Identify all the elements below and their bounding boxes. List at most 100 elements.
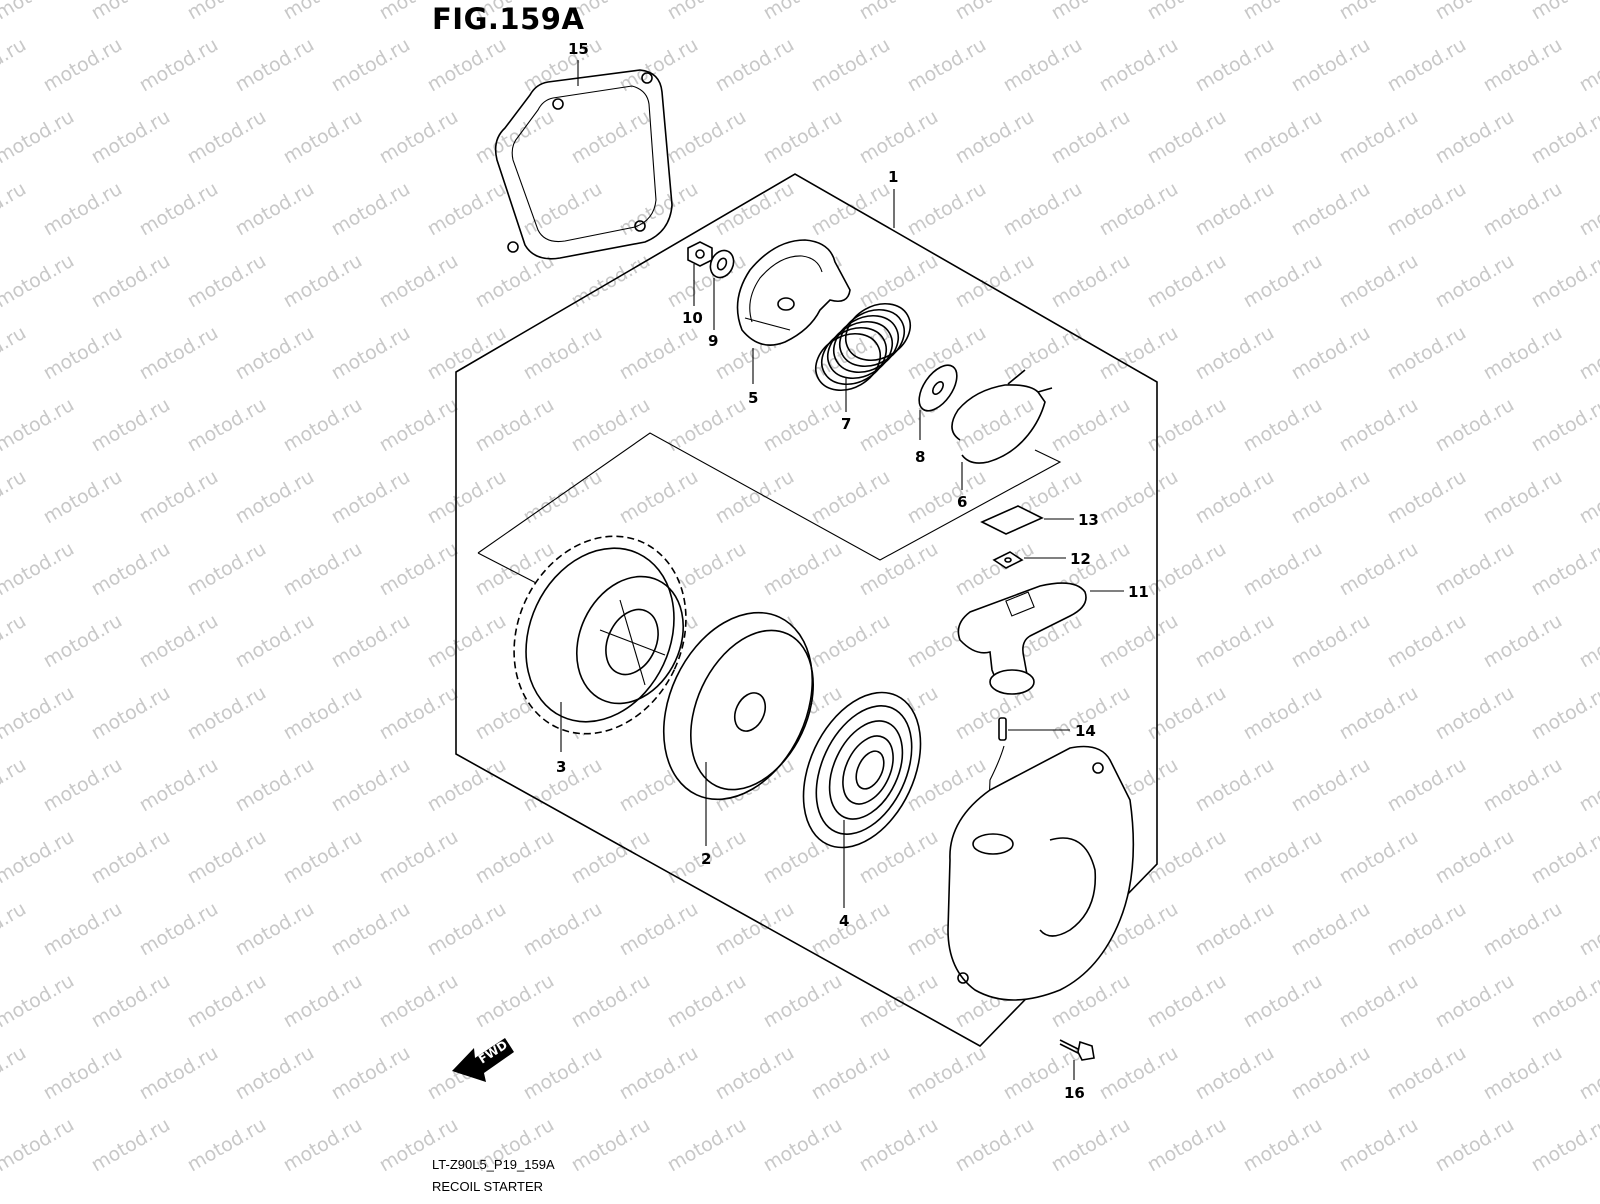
watermark-text: motod.ru bbox=[0, 754, 30, 817]
watermark-text: motod.ru bbox=[136, 1042, 222, 1105]
callout-16: 16 bbox=[1064, 1084, 1085, 1102]
watermark-text: motod.ru bbox=[1384, 754, 1470, 817]
callout-3: 3 bbox=[556, 758, 566, 776]
watermark-text: motod.ru bbox=[232, 466, 318, 529]
watermark-text: motod.ru bbox=[328, 898, 414, 961]
watermark-text: motod.ru bbox=[1144, 250, 1230, 313]
watermark-text: motod.ru bbox=[856, 0, 942, 24]
watermark-text: motod.ru bbox=[0, 34, 30, 97]
watermark-text: motod.ru bbox=[280, 106, 366, 169]
watermark-text: motod.ru bbox=[1192, 466, 1278, 529]
watermark-text: motod.ru bbox=[1432, 538, 1518, 601]
watermark-text: motod.ru bbox=[1288, 898, 1374, 961]
watermark-text: motod.ru bbox=[712, 466, 798, 529]
watermark-text: motod.ru bbox=[0, 178, 30, 241]
watermark-text: motod.ru bbox=[40, 898, 126, 961]
figure-title: FIG.159A bbox=[432, 2, 584, 36]
watermark-text: motod.ru bbox=[1480, 34, 1566, 97]
watermark-text: motod.ru bbox=[88, 826, 174, 889]
watermark-text: motod.ru bbox=[184, 250, 270, 313]
watermark-text: motod.ru bbox=[1192, 754, 1278, 817]
watermark-text: motod.ru bbox=[1288, 1042, 1374, 1105]
watermark-text: motod.ru bbox=[904, 1042, 990, 1105]
watermark-text: motod.ru bbox=[184, 682, 270, 745]
watermark-text: motod.ru bbox=[184, 970, 270, 1033]
watermark-text: motod.ru bbox=[1480, 1042, 1566, 1105]
watermark-text: motod.ru bbox=[328, 178, 414, 241]
watermark-text: motod.ru bbox=[616, 466, 702, 529]
watermark-text: motod.ru bbox=[0, 1042, 30, 1105]
watermark-text: motod.ru bbox=[1144, 970, 1230, 1033]
watermark-text: motod.ru bbox=[760, 970, 846, 1033]
callout-6: 6 bbox=[957, 493, 967, 511]
watermark-text: motod.ru bbox=[0, 0, 78, 24]
watermark-text: motod.ru bbox=[1432, 250, 1518, 313]
pin-part-14 bbox=[999, 718, 1006, 740]
watermark-text: motod.ru bbox=[136, 34, 222, 97]
watermark-text: motod.ru bbox=[424, 754, 510, 817]
watermark-text: motod.ru bbox=[1528, 0, 1600, 24]
watermark-text: motod.ru bbox=[1336, 1114, 1422, 1177]
watermark-text: motod.ru bbox=[616, 1042, 702, 1105]
watermark-text: motod.ru bbox=[232, 322, 318, 385]
watermark-text: motod.ru bbox=[1528, 1114, 1600, 1177]
callout-2: 2 bbox=[701, 850, 711, 868]
watermark-text: motod.ru bbox=[664, 1114, 750, 1177]
watermark-text: motod.ru bbox=[136, 754, 222, 817]
watermark-text: motod.ru bbox=[904, 34, 990, 97]
watermark-text: motod.ru bbox=[1192, 610, 1278, 673]
watermark-text: motod.ru bbox=[568, 394, 654, 457]
watermark-text: motod.ru bbox=[1576, 610, 1600, 673]
watermark-text: motod.ru bbox=[472, 826, 558, 889]
watermark-text: motod.ru bbox=[0, 538, 78, 601]
watermark-text: motod.ru bbox=[328, 610, 414, 673]
watermark-text: motod.ru bbox=[88, 1114, 174, 1177]
watermark-text: motod.ru bbox=[1240, 106, 1326, 169]
starter-case bbox=[948, 747, 1133, 1001]
watermark-text: motod.ru bbox=[184, 394, 270, 457]
watermark-text: motod.ru bbox=[1192, 322, 1278, 385]
watermark-text: motod.ru bbox=[1528, 970, 1600, 1033]
watermark-text: motod.ru bbox=[1480, 178, 1566, 241]
watermark-text: motod.ru bbox=[760, 106, 846, 169]
watermark-text: motod.ru bbox=[520, 322, 606, 385]
watermark-text: motod.ru bbox=[760, 1114, 846, 1177]
watermark-text: motod.ru bbox=[0, 610, 30, 673]
watermark-text: motod.ru bbox=[280, 1114, 366, 1177]
watermark-text: motod.ru bbox=[568, 1114, 654, 1177]
watermark-text: motod.ru bbox=[952, 250, 1038, 313]
watermark-text: motod.ru bbox=[88, 0, 174, 24]
watermark-text: motod.ru bbox=[1384, 1042, 1470, 1105]
watermark-text: motod.ru bbox=[232, 1042, 318, 1105]
watermark-text: motod.ru bbox=[232, 178, 318, 241]
watermark-text: motod.ru bbox=[520, 898, 606, 961]
watermark-text: motod.ru bbox=[1192, 1042, 1278, 1105]
nut-part-10 bbox=[688, 242, 712, 266]
watermark-text: motod.ru bbox=[1384, 898, 1470, 961]
watermark-text: motod.ru bbox=[184, 0, 270, 24]
watermark-text: motod.ru bbox=[424, 466, 510, 529]
watermark-text: motod.ru bbox=[376, 394, 462, 457]
watermark-text: motod.ru bbox=[280, 0, 366, 24]
watermark-text: motod.ru bbox=[952, 1114, 1038, 1177]
watermark-text: motod.ru bbox=[40, 610, 126, 673]
watermark-text: motod.ru bbox=[0, 898, 30, 961]
watermark-text: motod.ru bbox=[0, 106, 78, 169]
watermark-text: motod.ru bbox=[1096, 466, 1182, 529]
watermark-text: motod.ru bbox=[280, 394, 366, 457]
watermark-text: motod.ru bbox=[1336, 970, 1422, 1033]
callout-5: 5 bbox=[748, 389, 758, 407]
watermark-text: motod.ru bbox=[40, 1042, 126, 1105]
watermark-text: motod.ru bbox=[1096, 34, 1182, 97]
watermark-text: motod.ru bbox=[136, 610, 222, 673]
watermark-text: motod.ru bbox=[1240, 0, 1326, 24]
watermark-text: motod.ru bbox=[328, 34, 414, 97]
watermark-text: motod.ru bbox=[88, 394, 174, 457]
watermark-text: motod.ru bbox=[328, 1042, 414, 1105]
watermark-text: motod.ru bbox=[232, 34, 318, 97]
watermark-text: motod.ru bbox=[952, 0, 1038, 24]
watermark-text: motod.ru bbox=[472, 970, 558, 1033]
watermark-text: motod.ru bbox=[1000, 322, 1086, 385]
watermark-text: motod.ru bbox=[808, 1042, 894, 1105]
watermark-text: motod.ru bbox=[136, 466, 222, 529]
